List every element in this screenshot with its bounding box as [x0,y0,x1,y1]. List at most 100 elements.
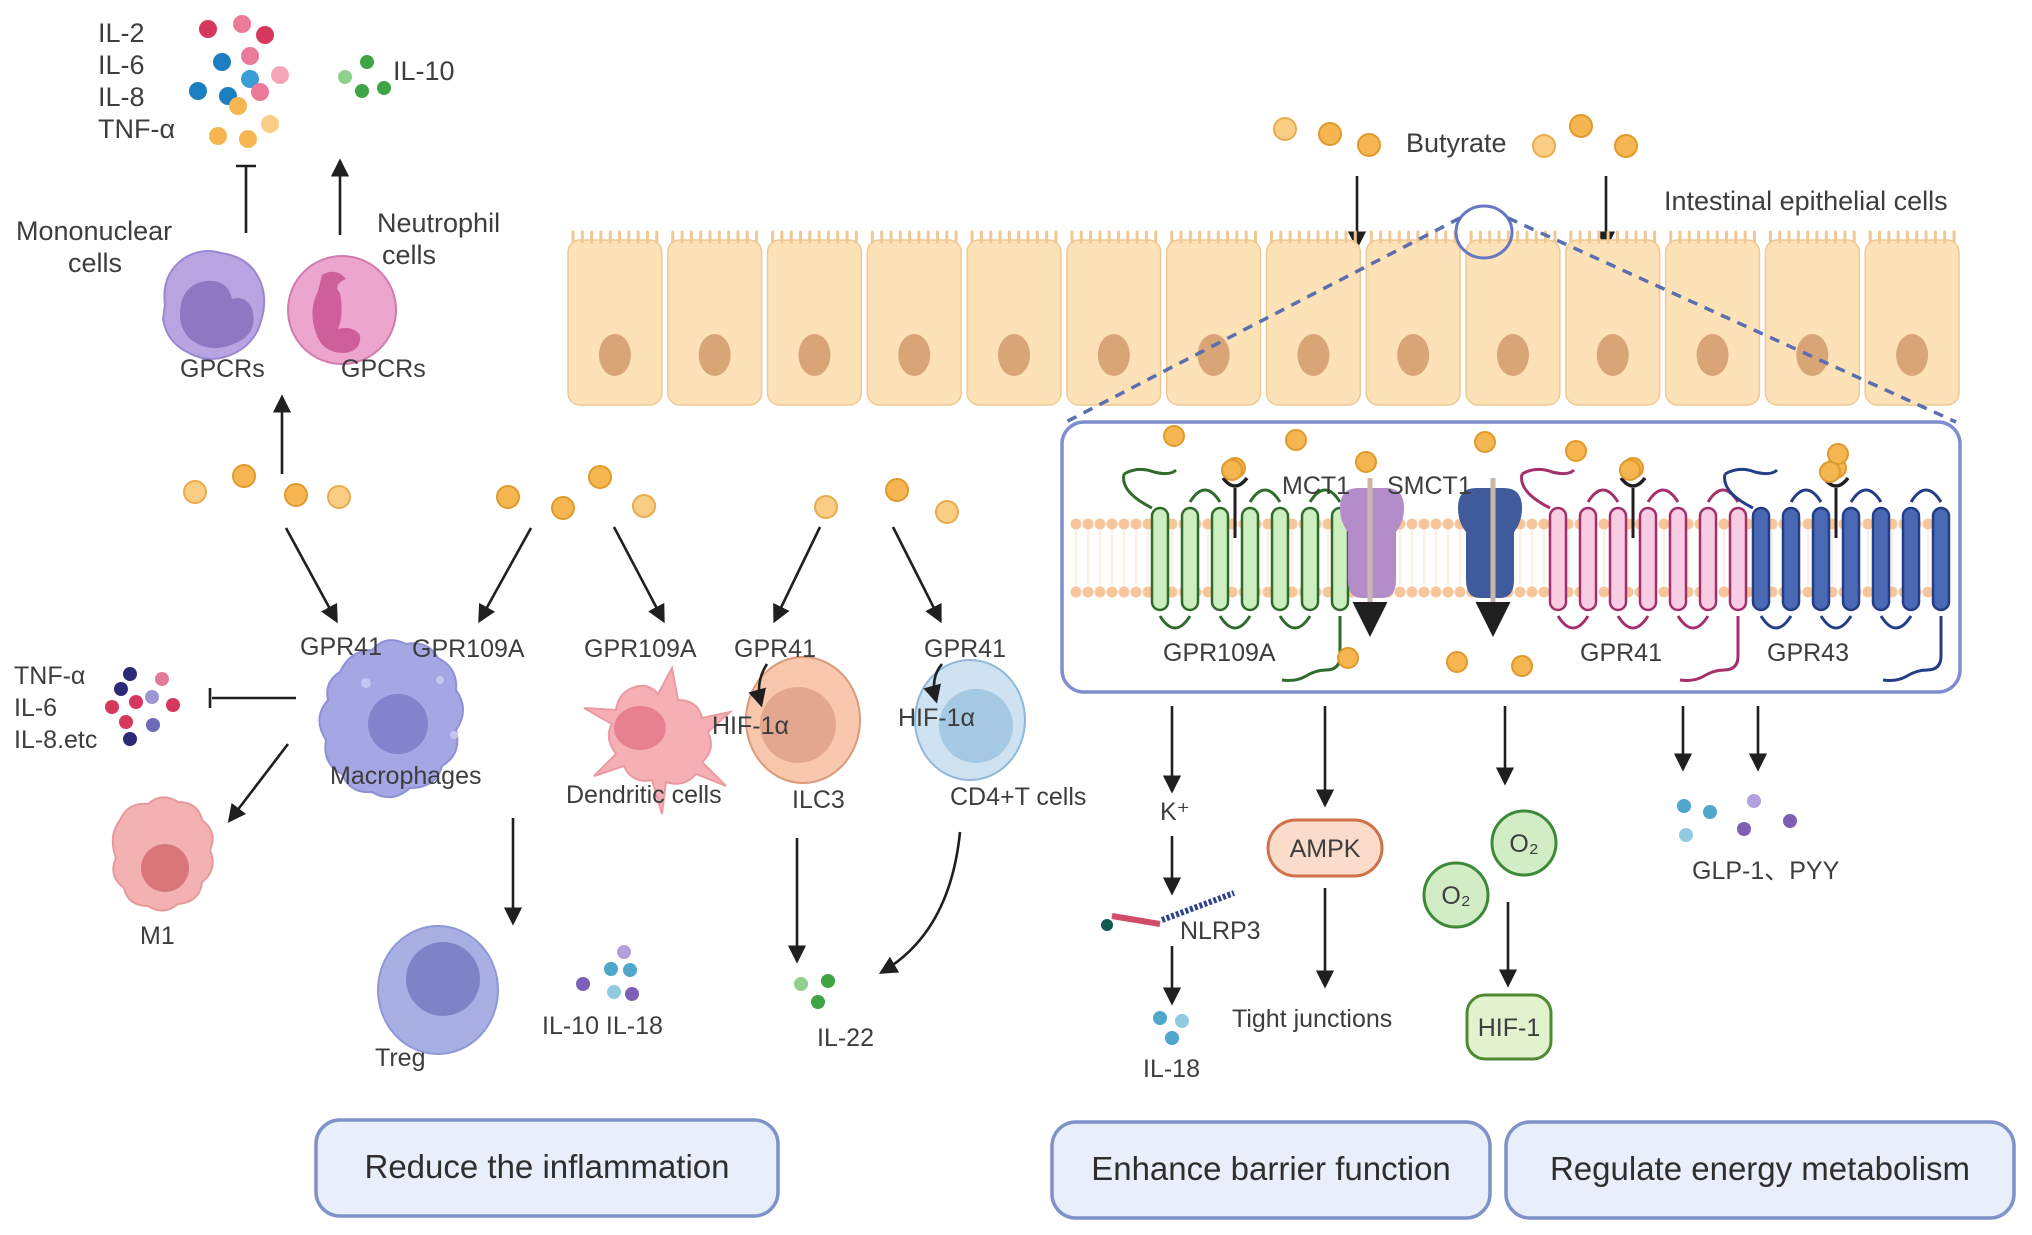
macrophage-receptor-gpr41: GPR41 [300,633,382,661]
cd4-receptor-gpr41: GPR41 [924,635,1006,663]
gpcrs-label-neutrophil: GPCRs [341,355,426,383]
potassium-label: K⁺ [1160,798,1190,826]
il10-label: IL-10 [393,56,455,86]
arrow-to-cd4-gpr41 [891,526,942,624]
arrow-to-dendritic-gpr109a [612,526,665,624]
reduce-inflammation-label: Reduce the inflammation [364,1148,729,1185]
il18-label: IL-18 [1143,1055,1200,1083]
epithelial-cell-row [567,230,1960,406]
gpr43-label: GPR43 [1767,639,1849,667]
cd4-signal-arrow [923,663,944,704]
macrophage-cell-icon [318,639,464,799]
gpr41-label: GPR41 [1580,639,1662,667]
o2-label-2: O₂ [1441,882,1470,910]
hormones-label: GLP-1、PYY [1692,857,1840,885]
epithelial-cell [1365,230,1461,406]
inhibited-cytokine-cluster-icon [105,667,180,746]
treg-cytokines-label: IL-10 IL-18 [542,1012,663,1040]
intestinal-epithelial-cells-label: Intestinal epithelial cells [1664,186,1948,216]
epithelial-cell [567,230,663,406]
gpr41-receptor-icon [1520,457,1748,682]
epithelial-cell [667,230,763,406]
ilc3-label: ILC3 [792,786,845,814]
neutrophil-label-line2: cells [382,240,436,270]
neutrophil-cell-icon [287,255,397,365]
hormone-cluster-icon [1677,794,1797,842]
ilc3-signal-arrow [748,663,769,708]
zoom-region-circle [1454,204,1514,260]
macrophage-section: GPR41 GPR109A Macrophages TNF-α IL-6 IL-… [14,633,663,1072]
ilc3-cell-icon [745,656,861,784]
epithelial-cell [1465,230,1561,406]
regulate-metabolism-label: Regulate energy metabolism [1550,1150,1970,1187]
cd4-label: CD4+T cells [950,783,1086,811]
mct1-label: MCT1 [1282,472,1350,500]
cytokine-label-il2: IL-2 [98,18,145,48]
mononuclear-label-line2: cells [68,248,122,278]
gpr109a-receptor-icon [1122,457,1350,682]
neutrophil-label: Neutrophil [377,208,500,238]
epithelial-cell [1764,230,1860,406]
barrier-section: K⁺ NLRP3 IL-18 AMPK Tight junctions O₂ O… [1101,706,1558,1083]
gpcrs-label-mononuclear: GPCRs [180,355,265,383]
epithelial-cell [1265,230,1362,406]
metabolism-section: GLP-1、PYY [1673,706,1840,885]
mononuclear-cell-icon [161,250,266,360]
arrow-to-macrophage-gpr109a [478,527,533,624]
oxygen-icon-2: O₂ [1422,861,1490,929]
epithelial-cell [1664,230,1761,406]
dendritic-cell-icon [583,665,734,815]
dendritic-receptor-gpr109a: GPR109A [584,635,697,663]
hif1-label: HIF-1 [1478,1014,1541,1042]
nlrp3-label: NLRP3 [1180,917,1261,945]
arrow-cd4-to-il22 [878,831,962,974]
dendritic-label: Dendritic cells [566,781,722,809]
treg-cytokine-cluster-icon [576,945,639,1001]
butyrate-molecules-top [1273,114,1638,158]
m1-label: M1 [140,922,175,950]
ilc3-section: GPR41 HIF-1α ILC3 [712,635,861,964]
dendritic-section: GPR109A Dendritic cells [566,635,734,815]
cd4-section: GPR41 HIF-1α CD4+T cells [878,635,1086,974]
butyrate-molecules-panel [1163,425,1849,677]
butyrate-molecules-left [183,464,959,524]
epithelial-cell [1864,230,1960,406]
butyrate-label: Butyrate [1406,128,1507,158]
ilc3-hif-label: HIF-1α [712,712,789,740]
epithelial-cell [1565,230,1661,406]
smct1-label: SMCT1 [1387,472,1472,500]
cd4-hif-label: HIF-1α [898,704,975,732]
inhibited-cytokine-tnfa: TNF-α [14,662,85,690]
ampk-node [1266,818,1384,878]
epithelial-cell [1066,230,1162,406]
treg-label: Treg [375,1044,425,1072]
cytokine-label-tnfa: TNF-α [98,114,175,144]
arrow-to-macrophage-gpr41 [284,527,338,624]
epithelium-section: Butyrate Intestinal epithelial cells [567,114,1960,424]
o2-label-1: O₂ [1509,830,1538,858]
arrow-to-ilc3-gpr41 [773,526,822,624]
il22-cluster-icon [794,974,835,1009]
smct1-transporter-icon [1458,488,1522,598]
outcome-enhance-barrier: Enhance barrier function [1050,1120,1492,1220]
epithelial-cell [1165,230,1262,406]
hif1-node [1465,993,1553,1061]
tight-junctions-label: Tight junctions [1232,1005,1392,1033]
ampk-label: AMPK [1290,835,1361,863]
macrophages-label: Macrophages [330,762,481,790]
il10-cluster-icon [338,55,391,98]
epithelial-cell [866,230,962,406]
m1-cell-icon [111,796,214,912]
proinflammatory-cytokine-cluster-icon [189,15,289,148]
il18-cluster-icon [1153,1011,1189,1045]
nlrp3-inflammasome-icon [1101,890,1236,931]
inhibited-cytokine-il8: IL-8.etc [14,726,97,754]
arrow-to-m1 [227,743,290,823]
gpr43-receptor-icon [1723,457,1951,682]
outcome-reduce-inflammation: Reduce the inflammation [314,1118,780,1218]
cytokine-label-il8: IL-8 [98,82,145,112]
treg-cell-icon [377,925,499,1055]
mononuclear-label: Mononuclear [16,216,172,246]
zoom-guide-left [1065,216,1461,424]
